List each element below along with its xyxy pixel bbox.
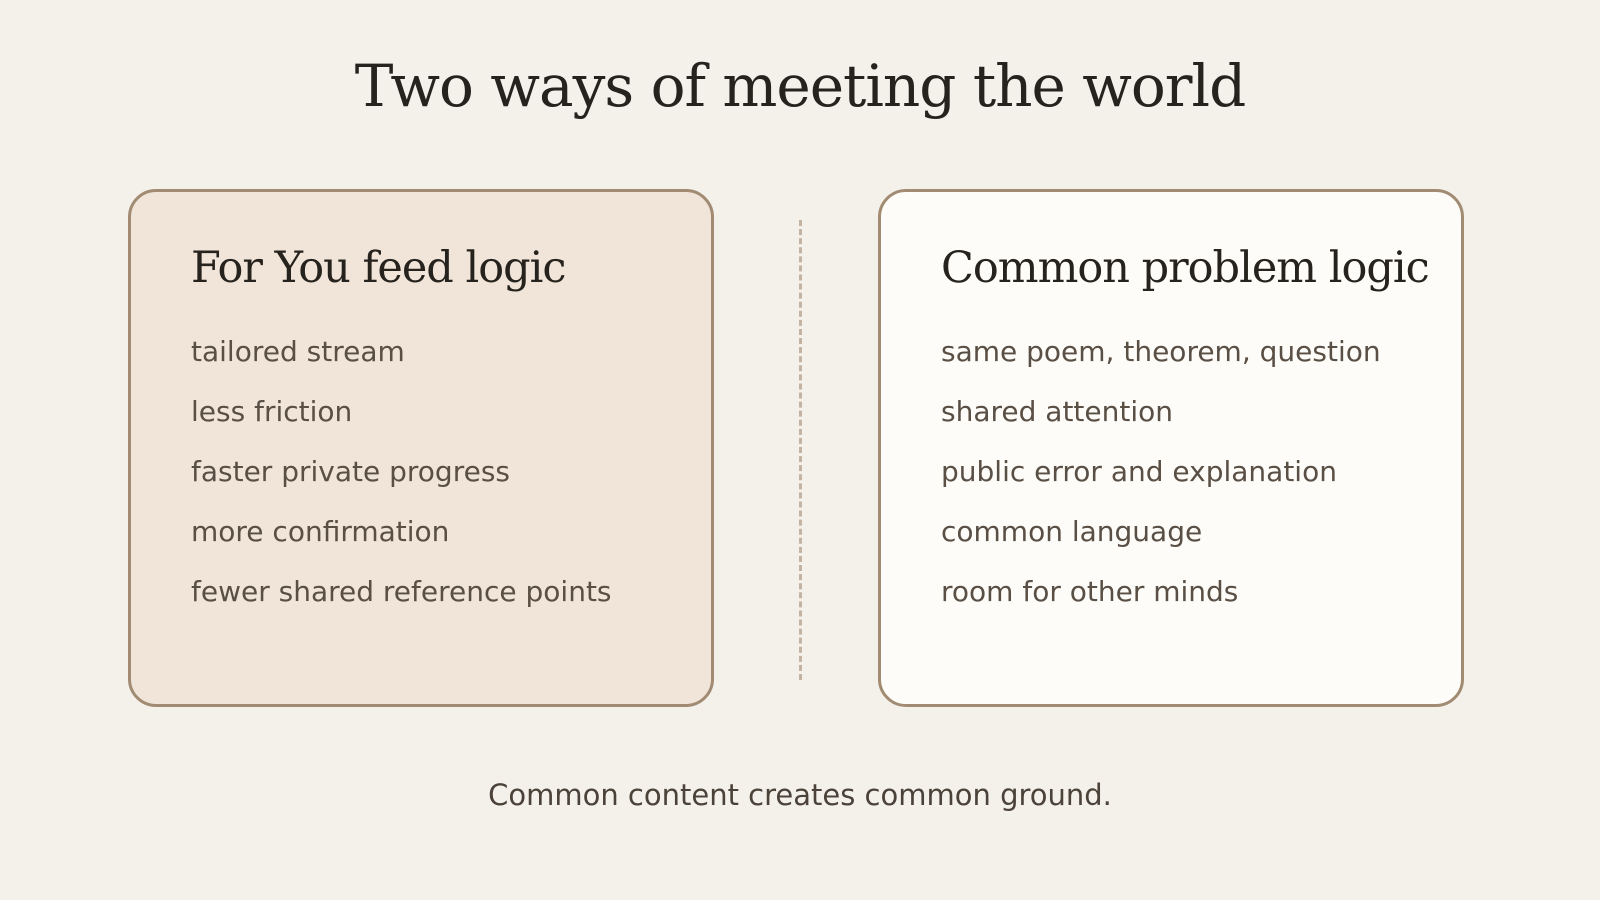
- list-item: same poem, theorem, question: [941, 335, 1381, 368]
- common-problem-panel: Common problem logic same poem, theorem,…: [878, 189, 1464, 707]
- footer-caption: Common content creates common ground.: [488, 778, 1112, 812]
- list-item: faster private progress: [191, 455, 510, 488]
- list-item: fewer shared reference points: [191, 575, 612, 608]
- list-item: less friction: [191, 395, 353, 428]
- for-you-feed-title: For You feed logic: [191, 243, 567, 293]
- list-item: common language: [941, 515, 1203, 548]
- common-problem-title: Common problem logic: [941, 243, 1430, 293]
- dashed-divider: [799, 220, 802, 680]
- list-item: tailored stream: [191, 335, 405, 368]
- slide-title: Two ways of meeting the world: [354, 52, 1246, 120]
- list-item: shared attention: [941, 395, 1174, 428]
- for-you-feed-list: tailored stream less friction faster pri…: [191, 322, 711, 622]
- common-problem-list: same poem, theorem, question shared atte…: [941, 322, 1461, 622]
- list-item: room for other minds: [941, 575, 1239, 608]
- for-you-feed-panel: For You feed logic tailored stream less …: [128, 189, 714, 707]
- list-item: more confirmation: [191, 515, 450, 548]
- list-item: public error and explanation: [941, 455, 1337, 488]
